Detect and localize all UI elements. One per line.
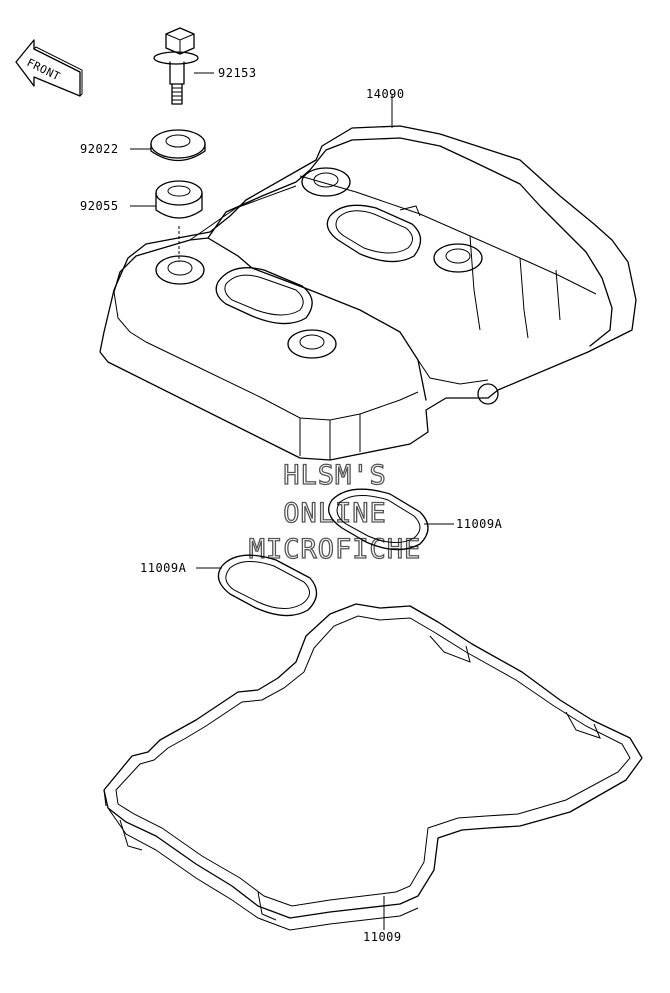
grommet-part [155, 180, 203, 219]
bolt-part [153, 27, 199, 105]
front-arrow-icon: FRONT [15, 39, 83, 97]
part-number-11009: 11009 [363, 930, 402, 944]
part-number-92055: 92055 [80, 199, 119, 213]
watermark-line1: HLSM'S [283, 460, 387, 491]
part-number-92022: 92022 [80, 142, 119, 156]
washer-part [150, 129, 206, 162]
cover-gasket-part [103, 603, 643, 931]
plug-gasket-lower-part [217, 554, 318, 617]
part-number-11009a-lower: 11009A [140, 561, 187, 575]
part-number-92153: 92153 [218, 66, 257, 80]
cylinder-head-cover-part [99, 125, 637, 461]
plug-gasket-upper-part [328, 488, 429, 551]
watermark-line2: ONLINE [283, 498, 387, 529]
part-number-14090: 14090 [366, 87, 405, 101]
part-number-11009a-upper: 11009A [456, 517, 503, 531]
